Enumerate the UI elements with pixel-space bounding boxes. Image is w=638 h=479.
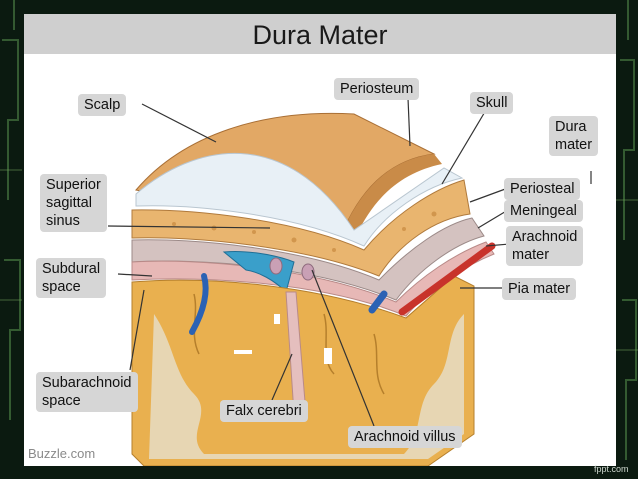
label-periosteal: Periosteal [504, 178, 581, 200]
label-falx-cerebri: Falx cerebri [220, 400, 308, 422]
periosteum-layer [135, 153, 464, 247]
label-subarachnoid-space: Subarachnoid space [36, 372, 138, 412]
dura-mater-diagram [107, 97, 592, 466]
watermark-buzzle: Buzzle.com [28, 446, 96, 461]
slide-panel: Dura Mater [24, 14, 616, 466]
label-dura-mater: Dura mater [549, 116, 599, 156]
label-pia-mater: Pia mater [502, 278, 577, 300]
vein [189, 273, 209, 335]
skull-layer [131, 179, 471, 277]
vein-surface [368, 290, 388, 314]
label-meningeal: Meningeal [504, 200, 583, 222]
watermark-fppt: fppt.com [594, 464, 629, 474]
label-superior-sagittal-sinus: Superior sagittal sinus [40, 174, 107, 232]
label-periosteum: Periosteum [334, 78, 420, 100]
title-bar: Dura Mater [24, 14, 616, 54]
scalp-edge [344, 154, 442, 236]
label-arachnoid-mater: Arachnoid mater [506, 226, 584, 266]
label-skull: Skull [470, 92, 514, 114]
label-arachnoid-villus: Arachnoid villus [348, 426, 462, 448]
page-title: Dura Mater [252, 20, 388, 50]
label-scalp: Scalp [78, 94, 127, 116]
label-subdural-space: Subdural space [36, 258, 107, 298]
artery [398, 242, 496, 316]
